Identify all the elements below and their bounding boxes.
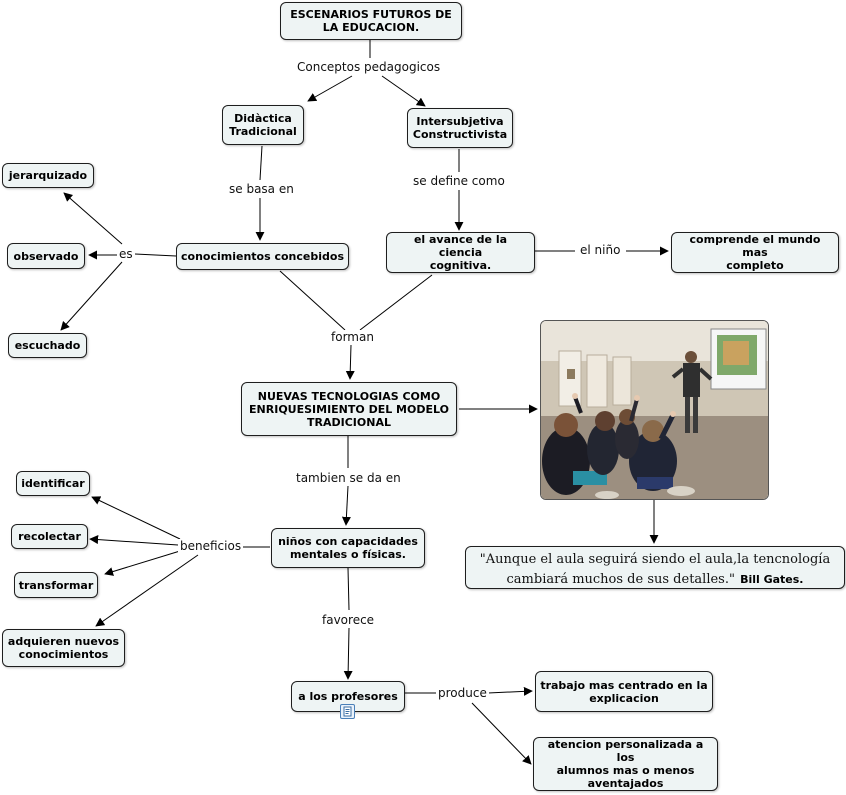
label-beneficios: beneficios <box>178 539 244 553</box>
node-adquieren-conocimientos[interactable]: adquieren nuevos conocimientos <box>2 629 125 667</box>
label-tambien-se-da-en: tambien se da en <box>294 471 403 485</box>
node-a-los-profesores[interactable]: a los profesores <box>291 681 405 712</box>
quote-box[interactable]: "Aunque el aula seguirá siendo el aula,l… <box>465 546 845 589</box>
label-se-basa-en: se basa en <box>227 182 296 196</box>
classroom-photo[interactable] <box>540 320 769 500</box>
node-identificar[interactable]: identificar <box>16 471 90 496</box>
node-atencion-personalizada[interactable]: atencion personalizada a los alumnos mas… <box>533 737 718 791</box>
node-escuchado[interactable]: escuchado <box>8 333 87 358</box>
node-transformar[interactable]: transformar <box>14 572 98 598</box>
node-observado[interactable]: observado <box>7 243 85 269</box>
label-el-nino: el niño <box>578 243 623 257</box>
label-es: es <box>117 247 135 261</box>
node-conocimientos-concebidos[interactable]: conocimientos concebidos <box>176 243 349 270</box>
node-avance-ciencia-cognitiva[interactable]: el avance de la ciencia cognitiva. <box>386 232 535 273</box>
label-conceptos-pedagogicos: Conceptos pedagogicos <box>295 60 443 74</box>
node-jerarquizado[interactable]: jerarquizado <box>2 163 94 188</box>
node-trabajo-centrado[interactable]: trabajo mas centrado en la explicacion <box>535 671 713 712</box>
node-ninos-capacidades[interactable]: niños con capacidades mentales o físicas… <box>271 528 425 568</box>
label-produce: produce <box>436 686 489 700</box>
node-didactica-tradicional[interactable]: Didàctica Tradicional <box>222 105 304 145</box>
document-icon[interactable] <box>340 704 355 719</box>
node-recolectar[interactable]: recolectar <box>11 524 88 549</box>
node-escenarios-futuros[interactable]: ESCENARIOS FUTUROS DE LA EDUCACION. <box>280 2 462 40</box>
node-intersubjetiva-constructivista[interactable]: Intersubjetiva Constructivista <box>407 108 513 148</box>
quote-author: Bill Gates. <box>740 572 804 586</box>
node-comprende-mundo[interactable]: comprende el mundo mas completo <box>671 232 839 273</box>
label-se-define-como: se define como <box>411 174 507 188</box>
label-favorece: favorece <box>320 613 377 627</box>
label-forman: forman <box>329 330 376 344</box>
node-nuevas-tecnologias[interactable]: NUEVAS TECNOLOGIAS COMO ENRIQUESIMIENTO … <box>241 382 457 436</box>
quote-text: "Aunque el aula seguirá siendo el aula,l… <box>479 551 831 587</box>
